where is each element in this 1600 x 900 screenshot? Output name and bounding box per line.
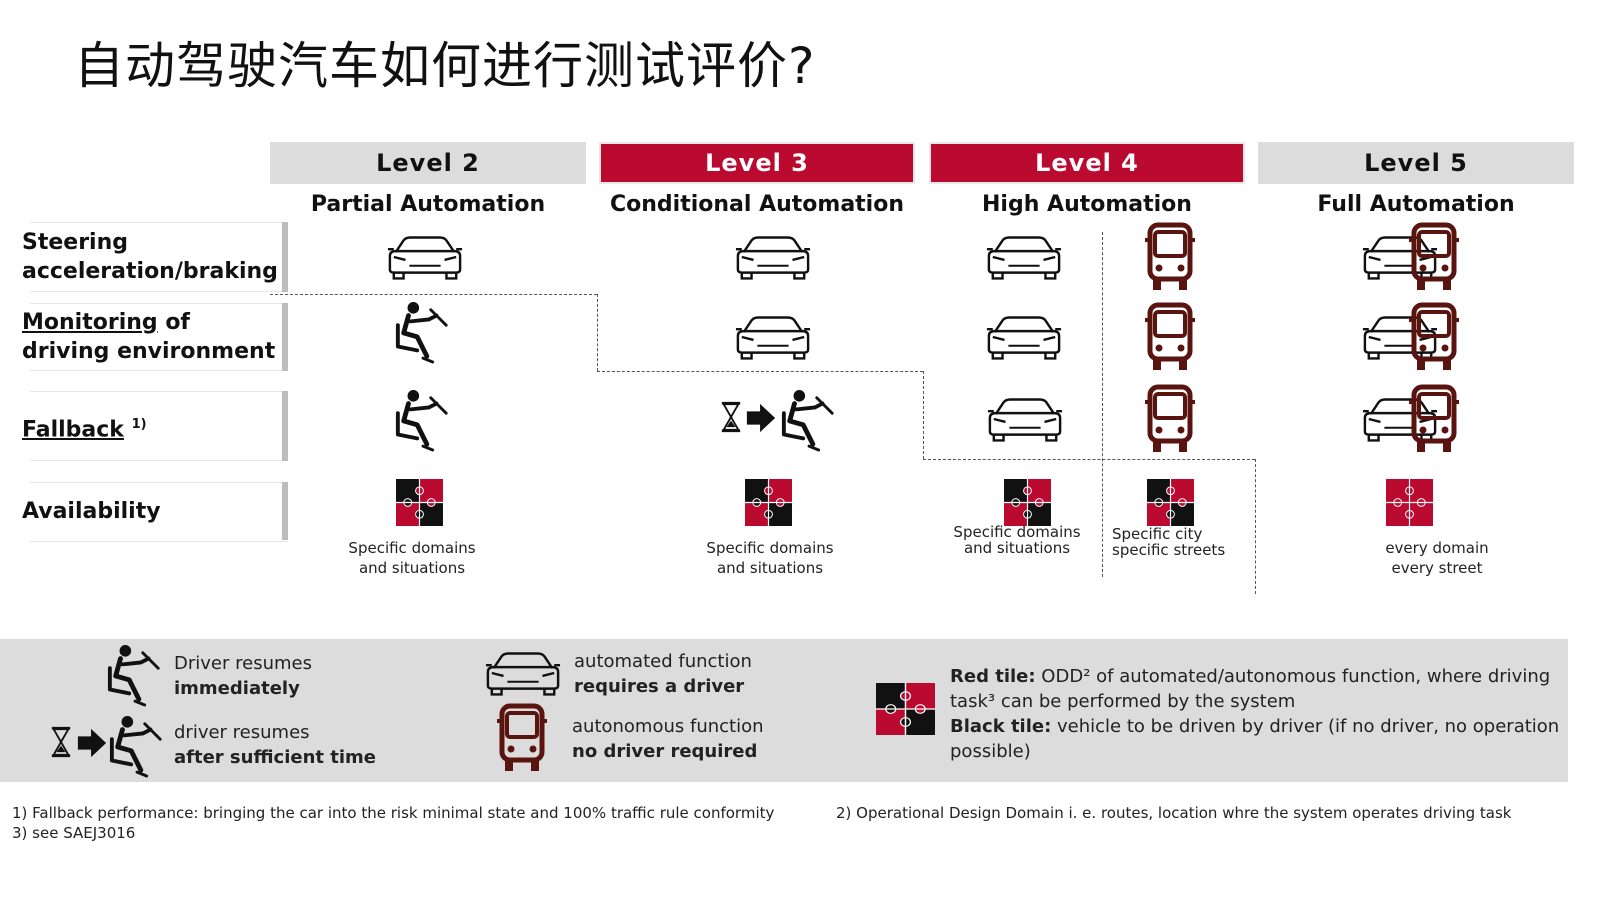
level4-split-line	[1102, 232, 1103, 577]
level-3-name: Conditional Automation	[609, 192, 904, 217]
legend-car: automated function requires a driver	[574, 651, 752, 697]
arrow-icon	[745, 402, 777, 434]
row-label-monitoring: Monitoring of driving environment	[22, 310, 276, 364]
legend-bus: autonomous function no driver required	[572, 716, 764, 762]
level-2-header: Level 2	[270, 142, 586, 184]
availability-text-l4-domains: Specific domains and situations	[953, 523, 1081, 557]
boundary-line	[923, 371, 924, 459]
level-5-name: Full Automation	[1317, 192, 1515, 217]
puzzle-icon	[745, 479, 792, 526]
availability-text-l5: every domain every street	[1385, 539, 1489, 577]
driver-icon	[394, 388, 452, 452]
legend-band	[0, 639, 1568, 782]
car-icon	[734, 312, 812, 362]
bus-icon	[494, 703, 550, 773]
footnote-2: 2) Operational Design Domain i. e. route…	[836, 804, 1512, 822]
car-icon	[986, 394, 1064, 444]
level-4-header: Level 4	[929, 142, 1245, 184]
car-icon	[734, 232, 812, 282]
availability-text-l3: Specific domains and situations	[706, 539, 834, 577]
row-divider	[282, 391, 288, 461]
bus-icon	[1406, 302, 1462, 372]
row-divider	[282, 222, 288, 292]
driver-icon	[780, 388, 838, 452]
driver-icon	[394, 300, 452, 364]
bus-icon	[1406, 384, 1462, 454]
boundary-line	[1255, 459, 1256, 594]
boundary-line	[270, 294, 597, 295]
legend-driver-immediate: Driver resumes immediately	[174, 653, 312, 699]
level-4-name: High Automation	[982, 192, 1192, 217]
puzzle-red-icon	[1386, 479, 1433, 526]
puzzle-icon	[1004, 479, 1051, 526]
row-divider	[282, 303, 288, 371]
boundary-line	[597, 371, 923, 372]
boundary-line	[597, 294, 598, 371]
arrow-icon	[76, 727, 108, 759]
bus-icon	[1142, 384, 1198, 454]
level-2-name: Partial Automation	[310, 192, 546, 217]
availability-text-l2: Specific domains and situations	[348, 539, 476, 577]
puzzle-icon	[396, 479, 443, 526]
row-box-availability	[30, 482, 288, 542]
row-label-steering: Steering acceleration/braking	[22, 230, 278, 284]
car-icon	[985, 232, 1063, 282]
puzzle-icon	[876, 683, 935, 735]
row-label-availability: Availability	[22, 499, 161, 524]
page-title: 自动驾驶汽车如何进行测试评价?	[74, 37, 816, 95]
level-3-header: Level 3	[599, 142, 915, 184]
row-box-fallback	[30, 391, 288, 461]
footnote-3: 3) see SAEJ3016	[12, 824, 136, 842]
row-label-fallback: Fallback 1)	[22, 417, 147, 443]
footnote-1: 1) Fallback performance: bringing the ca…	[12, 804, 775, 822]
level-5-header: Level 5	[1258, 142, 1574, 184]
availability-text-l4-city: Specific city specific streets	[1112, 525, 1226, 559]
hourglass-icon	[50, 725, 72, 759]
bus-icon	[1142, 222, 1198, 292]
puzzle-icon	[1147, 479, 1194, 526]
row-box-steering	[30, 222, 288, 292]
driver-icon	[106, 643, 164, 707]
legend-tiles: Red tile: ODD² of automated/autonomous f…	[950, 666, 1560, 762]
car-icon	[985, 312, 1063, 362]
hourglass-icon	[720, 400, 742, 434]
boundary-line	[923, 459, 1255, 460]
driver-icon	[108, 714, 166, 778]
bus-icon	[1142, 302, 1198, 372]
car-icon	[386, 232, 464, 282]
row-divider	[282, 482, 288, 540]
row-box-monitoring	[30, 303, 288, 371]
car-icon	[484, 648, 562, 698]
bus-icon	[1406, 222, 1462, 292]
legend-driver-time: driver resumes after sufficient time	[174, 722, 377, 768]
